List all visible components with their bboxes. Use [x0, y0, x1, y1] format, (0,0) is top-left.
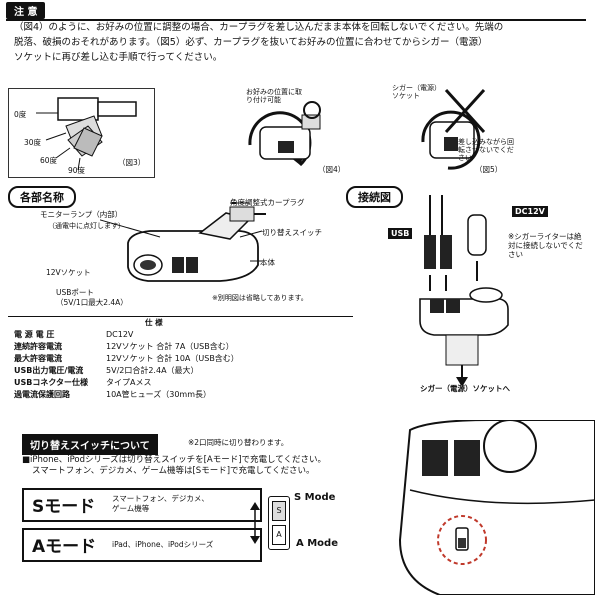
a-mode-en: A Mode: [296, 538, 338, 549]
s-mode-box: [22, 488, 262, 522]
fig4-caption: （図4）: [318, 165, 346, 174]
parts-title: 各部名称: [8, 186, 76, 208]
spec-value-continuous: 12Vソケット 合計 7A（USB含む）: [106, 342, 234, 351]
fig3-label-30deg: 30度: [24, 138, 42, 147]
label-switch: 切り替えスイッチ: [262, 228, 322, 237]
switch-s-position: S: [272, 501, 286, 521]
to-socket-label: シガー（電源）ソケットへ: [420, 384, 510, 393]
caution-text: （図4）のように、お好みの位置に調整の場合、カープラグを差し込んだまま本体を回転…: [14, 20, 592, 65]
spec-value-max: 12Vソケット 合計 10A（USB含む）: [106, 354, 239, 363]
product-illustration: [100, 202, 266, 282]
caution-line-2: 脱落、破損のおそれがあります。（図5）必ず、カープラグを抜いてお好みの位置に合わ…: [14, 37, 488, 48]
label-angle-plug: 角度調整式カープラグ: [230, 198, 305, 207]
label-omit-note: ※別明図は省略してあります。: [212, 294, 308, 302]
fig3-caption: （図3）: [118, 158, 146, 167]
spec-value-usb-output: 5V/2口合計2.4A（最大）: [106, 366, 199, 375]
lighter-note: ※シガーライターは絶対に接続しないでください: [508, 232, 583, 259]
fig5-note: 差し込みながら回転させないでください: [458, 138, 514, 162]
switch-section-note: ※2口同時に切り替わります。: [188, 438, 289, 447]
product-closeup: [398, 420, 595, 595]
connection-illustration: [419, 195, 509, 385]
specs-heading: 仕 様: [145, 318, 163, 327]
fig5-illustration: [421, 88, 486, 170]
s-mode-label: Sモード: [32, 497, 96, 517]
a-mode-desc: iPad、iPhone、iPodシリーズ: [112, 540, 214, 549]
fig3-label-90deg: 90度: [68, 166, 86, 175]
fig5-label: シガー（電源）ソケット: [392, 84, 441, 100]
specs-frame: [8, 316, 353, 405]
switch-diagram: S A: [268, 496, 290, 550]
label-monitor-lamp: モニターランプ（内部）: [40, 210, 123, 219]
fig3-frame: [8, 88, 155, 178]
caution-header-rule: [6, 3, 586, 21]
spec-label-voltage: 電 源 電 圧: [14, 330, 55, 339]
caution-title: 注 意: [6, 2, 46, 19]
spec-label-continuous: 連続許容電流: [14, 342, 62, 351]
usb-tag: USB: [388, 228, 413, 239]
label-usb-port: USBポート: [56, 288, 94, 297]
switch-instruction-1: ■iPhone、iPodシリーズは切り替えスイッチを[Aモード]で充電してくださ…: [22, 455, 327, 465]
mode-arrow: [250, 502, 260, 544]
spec-value-protection: 10A管ヒューズ（30mm長）: [106, 390, 212, 399]
fig4-illustration: [248, 101, 321, 167]
s-mode-desc-1: スマートフォン、デジカメ、: [112, 494, 209, 503]
switch-instructions: ■iPhone、iPodシリーズは切り替えスイッチを[Aモード]で充電してくださ…: [22, 455, 326, 477]
dc12v-tag: DC12V: [512, 206, 548, 217]
caution-line-1: （図4）のように、お好みの位置に調整の場合、カープラグを差し込んだまま本体を回転…: [14, 22, 504, 33]
caution-line-3: ソケットに再び差し込む手順で行ってください。: [14, 52, 223, 63]
fig3-label-60deg: 60度: [40, 156, 58, 165]
label-monitor-lamp-note: （通電中に点灯します）: [48, 222, 125, 230]
fig4-note: お好みの位置に取り付け可能: [246, 88, 302, 104]
label-socket: 12Vソケット: [46, 268, 91, 277]
spec-label-max: 最大許容電流: [14, 354, 62, 363]
fig5-caption: （図5）: [475, 165, 503, 174]
a-mode-box: [22, 528, 262, 562]
switch-a-position: A: [272, 525, 286, 545]
spec-value-usb-connector: タイプAメス: [106, 378, 152, 387]
spec-value-voltage: DC12V: [106, 330, 134, 339]
fig3-illustration: [36, 97, 137, 171]
label-body: 本体: [260, 258, 275, 267]
s-mode-en: S Mode: [294, 492, 336, 503]
label-usb-port-spec: （5V/1口最大2.4A）: [56, 298, 128, 307]
switch-instruction-2: スマートフォン、デジカメ、ゲーム機等は[Sモード]で充電してください。: [32, 466, 315, 476]
connection-title: 接続図: [346, 186, 403, 208]
spec-label-usb-connector: USBコネクター仕様: [14, 378, 89, 387]
spec-label-protection: 過電流保護回路: [14, 390, 70, 399]
a-mode-label: Aモード: [32, 537, 97, 557]
spec-label-usb-output: USB出力電圧/電流: [14, 366, 84, 375]
s-mode-desc-2: ゲーム機等: [112, 504, 150, 513]
fig3-label-0deg: 0度: [14, 110, 27, 119]
switch-section-title: 切り替えスイッチについて: [22, 434, 158, 455]
